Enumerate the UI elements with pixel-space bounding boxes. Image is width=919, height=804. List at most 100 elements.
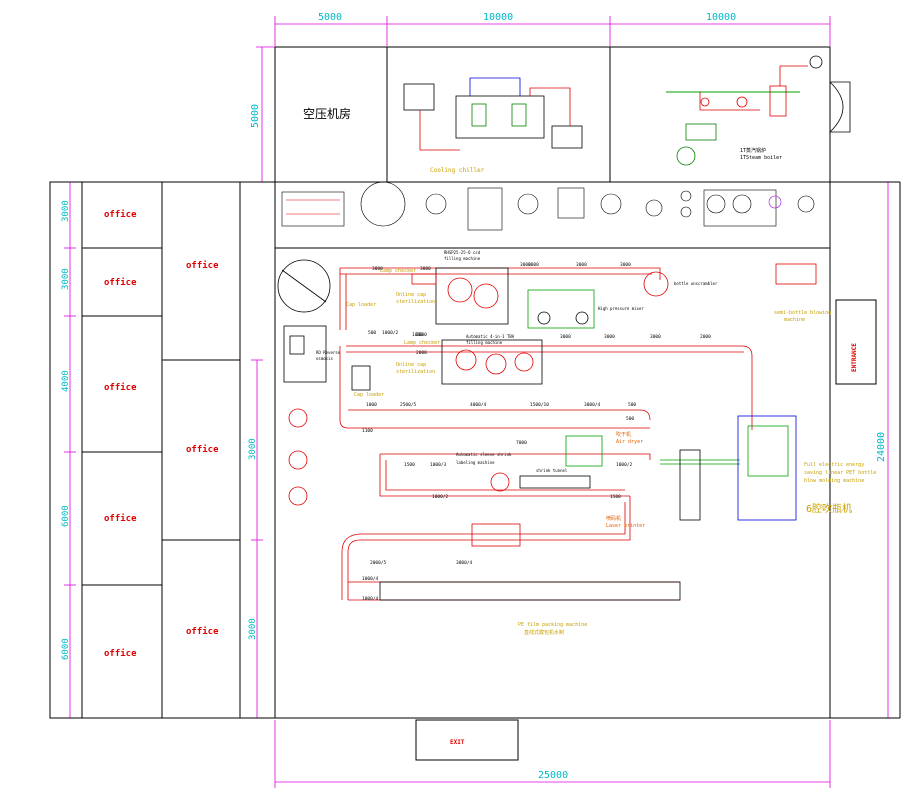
cap-sterilization-1-b: sterilization <box>396 299 435 305</box>
cap-loader-1-label: Cap loader <box>346 302 376 308</box>
walls <box>49 46 901 761</box>
conveyor-length-label: 500 <box>628 402 636 408</box>
dim-office-2: 3000 <box>61 268 71 290</box>
air-dryer-label-cn: 吹干机 <box>616 431 631 438</box>
cooling-chiller-equipment <box>403 77 583 151</box>
lamp-checker-1-label: Lamp checker <box>380 268 416 274</box>
dim-top-3: 10000 <box>706 12 736 23</box>
semi-blowing-label-2: machine <box>784 317 805 323</box>
steam-boiler-equipment <box>666 55 851 166</box>
conveyor-length-label: 4000/4 <box>470 402 487 408</box>
conveyor-length-label: 3000 <box>520 262 531 268</box>
conveyor-length-label: 1000/2 <box>616 462 633 468</box>
conveyor-length-label: 2000 <box>416 332 427 338</box>
conveyor-length-label: 1000/4 <box>362 596 379 602</box>
conveyor-length-label: 1500/10 <box>530 402 549 408</box>
conveyor-length-label: 2500/5 <box>400 402 417 408</box>
conveyor-length-label: 1000/2 <box>432 494 449 500</box>
air-dryer-label-en: Air dryer <box>616 439 643 445</box>
cap-sterilization-2-a: Online cap <box>396 362 426 368</box>
office-8: office <box>186 626 219 637</box>
dim-bottom: 25000 <box>538 770 568 781</box>
conveyor-length-label: 500 <box>368 330 376 336</box>
conveyors <box>339 267 753 601</box>
conveyor-length-label: 3000 <box>620 262 631 268</box>
conveyor-length-label: 2000 <box>700 334 711 340</box>
conveyor-length-label: 1500 <box>404 462 415 468</box>
conveyor-length-label: 3000 <box>576 262 587 268</box>
conveyor-length-label: 2000 <box>416 350 427 356</box>
ro-label-1: RO Reverse <box>316 350 341 355</box>
csd-filling-label-1: RHSP25-25-6 csd <box>444 250 481 255</box>
blow-molding-label-cn: 6腔吹瓶机 <box>806 502 852 515</box>
conveyor-length-label: 1000 <box>366 402 377 408</box>
conveyor-length-label: 3000/4 <box>456 560 473 566</box>
blow-molding-label-2: saving linear PET bottle <box>804 470 876 476</box>
compressor-room-label: 空压机房 <box>303 106 351 121</box>
office-7: office <box>186 444 219 455</box>
conveyor-length-label: 1100 <box>362 428 373 434</box>
equipment-strip <box>281 181 815 231</box>
dim-office-1: 3000 <box>61 200 71 222</box>
office-5: office <box>104 648 137 659</box>
office-1: office <box>104 209 137 220</box>
conveyor-length-label: 3000 <box>560 334 571 340</box>
cap-sterilization-2-b: sterilization <box>396 369 435 375</box>
dim-office-4: 6000 <box>61 505 71 527</box>
conveyor-length-label: 1000/3 <box>430 462 447 468</box>
dim-mid-1: 3000 <box>248 438 258 460</box>
conveyor-length-label: 3000/4 <box>584 402 601 408</box>
four-in-one-label-1: Automatic 4-in-1 TBA <box>466 334 515 339</box>
conveyor-length-label: 3000 <box>420 266 431 272</box>
conveyor-length-label: 3000 <box>372 266 383 272</box>
blow-molding-label-3: blow molding machine <box>804 478 864 484</box>
pe-film-label-1: PE film packing machine <box>518 622 587 628</box>
entrance-label: ENTRANCE <box>851 343 858 372</box>
dim-mid-2: 3000 <box>248 618 258 640</box>
dim-top-1: 5000 <box>318 12 342 23</box>
cap-sterilization-1-a: Online cap <box>396 292 426 298</box>
high-pressure-mixer-label: High pressure mixer <box>598 306 644 311</box>
cap-loader-2-label: Cap loader <box>354 392 384 398</box>
cooling-chiller-label: Cooling chiller <box>430 167 485 174</box>
dim-top-2: 10000 <box>483 12 513 23</box>
sleeve-labeling-label-2: labeling machine <box>456 460 495 465</box>
dim-left-room: 5000 <box>250 104 261 128</box>
dim-right-height: 24000 <box>876 432 887 462</box>
bottle-unscrambler-label: bottle unscrambler <box>674 281 718 286</box>
pe-film-label-2: 直线式膜包机水制 <box>524 629 564 636</box>
exit-label: EXIT <box>450 739 465 746</box>
conveyor-length-label: 500 <box>626 416 634 422</box>
blow-molding-label-1: Full electric energy <box>804 462 864 468</box>
four-in-one-label-2: filling machine <box>466 340 503 345</box>
boiler-label-en: 1TSteam boiler <box>740 155 782 161</box>
machines <box>277 259 817 601</box>
conveyor-length-label: 1000/4 <box>362 576 379 582</box>
office-6: office <box>186 260 219 271</box>
lamp-checker-2-label: Lamp checker <box>404 340 440 346</box>
conveyor-length-label: 3000 <box>528 262 539 268</box>
office-2: office <box>104 277 137 288</box>
semi-blowing-label-1: semi-bottle blowing <box>774 310 831 316</box>
conveyor-length-label: 1000/2 <box>382 330 399 336</box>
conveyor-length-label: 1500 <box>610 494 621 500</box>
dimension-lines <box>64 16 896 788</box>
conveyor-length-label: 3000 <box>604 334 615 340</box>
office-3: office <box>104 382 137 393</box>
csd-filling-label-2: filling machine <box>444 256 481 261</box>
laser-printer-label-cn: 喷码机 <box>606 515 621 522</box>
laser-printer-label-en: Laser printer <box>606 523 645 529</box>
conveyor-length-label: 2000/5 <box>370 560 387 566</box>
dim-office-5: 6000 <box>61 638 71 660</box>
conveyor-length-label: 1000 <box>412 332 423 338</box>
sleeve-labeling-label-1: Automatic sleeve shrink <box>456 452 512 457</box>
shrink-tunnel-label: shrink tunnel <box>536 468 568 473</box>
boiler-label-cn: 1T蒸汽锅炉 <box>740 147 766 154</box>
ro-label-2: osmosis <box>316 356 333 361</box>
conveyor-length-label: 3000 <box>650 334 661 340</box>
dim-office-3: 4000 <box>61 370 71 392</box>
conveyor-length-label: 7000 <box>516 440 527 446</box>
